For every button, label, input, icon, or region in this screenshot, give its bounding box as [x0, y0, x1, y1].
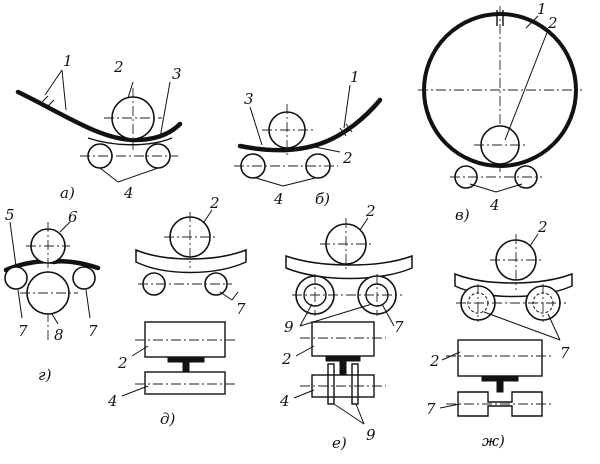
profile-web-zh	[496, 375, 504, 393]
panel-g: 5 6 7 7 8 г)	[3, 206, 101, 384]
label-a-2: 2	[113, 58, 124, 76]
label-g-7-left: 7	[18, 322, 28, 340]
label-b-2: 2	[342, 149, 353, 167]
caption-e: е)	[332, 434, 347, 452]
label-e-2: 2	[365, 202, 376, 220]
label-e-9-section: 9	[366, 426, 376, 444]
panel-a: 1 2 3 4 а)	[15, 52, 183, 202]
label-b-4: 4	[273, 190, 284, 208]
label-b-1: 1	[350, 68, 360, 86]
label-e-9: 9	[284, 318, 294, 336]
label-zh-7-section: 7	[426, 400, 436, 418]
support-bar-a	[87, 137, 173, 146]
label-e-7: 7	[394, 318, 404, 336]
label-g-5: 5	[5, 206, 15, 224]
label-zh-2-section: 2	[429, 352, 440, 370]
label-g-8: 8	[54, 326, 64, 344]
label-v-2: 2	[547, 14, 558, 32]
upper-roll-section-d	[144, 321, 226, 358]
label-d-7: 7	[236, 300, 246, 318]
label-v-1: 1	[537, 0, 547, 18]
upper-roll-section-zh	[457, 339, 543, 377]
caption-g: г)	[38, 366, 52, 384]
workpiece-a	[15, 89, 183, 143]
caption-zh: ж)	[482, 432, 505, 450]
workpiece-d	[135, 248, 247, 274]
label-a-3: 3	[172, 65, 182, 83]
label-d-4-section: 4	[107, 392, 118, 410]
lower-roll-section-zh	[457, 391, 543, 417]
label-v-4: 4	[489, 196, 500, 214]
caption-d: д)	[160, 410, 176, 428]
label-e-4-section: 4	[279, 392, 290, 410]
panel-d: 2 7 2 4 д)	[107, 194, 247, 428]
caption-v: в)	[455, 206, 470, 224]
profile-web-e	[339, 355, 347, 376]
panel-zh: 2 7 2 7 ж)	[426, 218, 573, 450]
label-b-3: 3	[244, 90, 254, 108]
label-a-1: 1	[63, 52, 73, 70]
side-roll-g-left	[4, 266, 28, 290]
panel-b: 3 1 2 4 б)	[234, 68, 383, 208]
label-a-4: 4	[123, 184, 134, 202]
label-d-2-section: 2	[117, 354, 128, 372]
label-g-7-right: 7	[88, 322, 98, 340]
panel-e: 2 9 7 2 4 9 е)	[279, 202, 413, 452]
side-disc-e-right	[351, 363, 359, 405]
profile-web-d	[182, 356, 190, 373]
label-zh-7: 7	[560, 344, 570, 362]
workpiece-b	[237, 97, 383, 153]
caption-b: б)	[315, 190, 330, 208]
caption-a: а)	[60, 184, 75, 202]
label-e-2-section: 2	[281, 350, 292, 368]
label-zh-2: 2	[537, 218, 548, 236]
panel-v: 1 2 4 в)	[418, 0, 582, 224]
upper-roll-section-e	[311, 321, 375, 357]
side-disc-e-left	[327, 363, 335, 405]
lower-roll-section-d	[144, 371, 226, 395]
label-d-2: 2	[209, 194, 220, 212]
side-roll-g-right	[72, 266, 96, 290]
label-g-6: 6	[68, 208, 78, 226]
